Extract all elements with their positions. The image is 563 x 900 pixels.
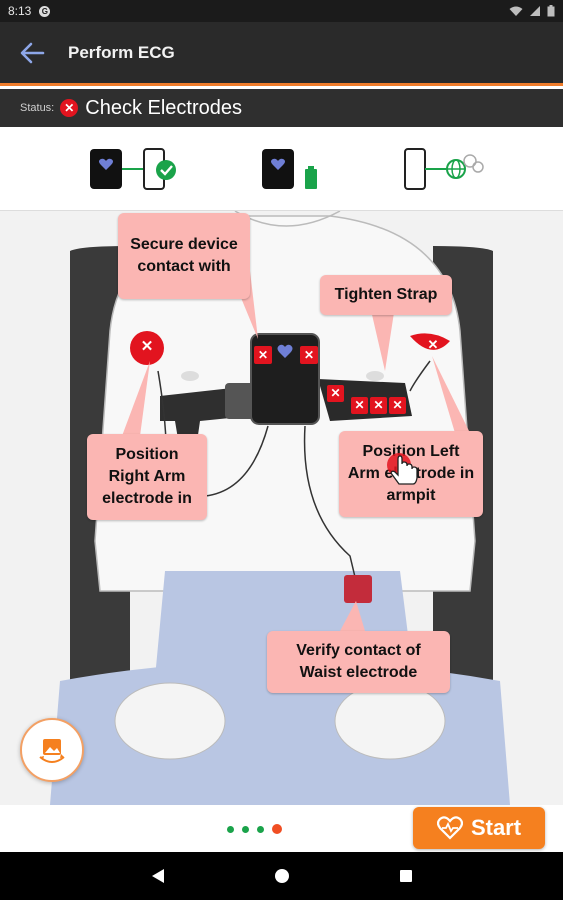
tap-hand-icon <box>386 451 426 496</box>
error-x-icon: ✕ <box>370 397 387 414</box>
google-notification-icon: G <box>39 5 51 17</box>
callout-right-arm: Position Right Arm electrode in <box>87 434 207 520</box>
error-x-icon: ✕ <box>327 385 344 402</box>
square-recents-icon <box>399 870 412 882</box>
phone-cloud-step <box>404 148 484 190</box>
rotate-image-button[interactable] <box>20 718 84 782</box>
page-title: Perform ECG <box>68 42 175 62</box>
error-x-icon: ✕ <box>60 99 79 117</box>
nav-home-button[interactable] <box>270 864 294 888</box>
error-x-icon: ✕ <box>351 397 368 414</box>
error-x-icon: ✕ <box>389 397 406 414</box>
connection-steps-graphic <box>90 148 484 190</box>
heart-pulse-icon <box>436 816 463 840</box>
page-dot-active[interactable] <box>272 824 282 834</box>
status-label: Status: <box>20 102 55 114</box>
callout-tighten-strap: Tighten Strap <box>320 275 452 315</box>
connection-steps <box>0 127 563 211</box>
clock: 8:13 <box>8 4 32 18</box>
status-row: Status: ✕ Check Electrodes <box>0 89 563 127</box>
image-rotate-icon <box>39 739 65 763</box>
battery-icon <box>547 5 555 17</box>
page-indicator <box>227 824 282 834</box>
system-nav-bar <box>0 852 563 900</box>
error-x-icon: ✕ <box>140 338 154 355</box>
triangle-back-icon <box>151 869 164 883</box>
wifi-icon <box>509 6 523 16</box>
page-dot[interactable] <box>257 825 264 833</box>
app-bar: Perform ECG <box>0 22 563 86</box>
start-button-label: Start <box>470 815 522 840</box>
callout-waist: Verify contact of Waist electrode <box>267 631 450 693</box>
system-status-bar: 8:13 G <box>0 0 563 22</box>
status-value: Check Electrodes <box>85 96 242 119</box>
start-button[interactable]: Start <box>413 807 545 849</box>
electrode-placement-illustration: ✕ ✕ ✕ ✕ ✕ ✕ ✕ ✕ Secure device contact wi… <box>0 211 563 805</box>
error-x-icon: ✕ <box>300 346 318 364</box>
back-button[interactable] <box>0 21 64 85</box>
arrow-left-icon <box>20 42 45 63</box>
callout-secure-device: Secure device contact with <box>118 213 250 299</box>
error-x-icon: ✕ <box>254 346 272 364</box>
page-dot[interactable] <box>242 825 249 833</box>
system-icons <box>509 5 555 17</box>
nav-back-button[interactable] <box>146 864 170 888</box>
page-dot[interactable] <box>227 825 234 833</box>
signal-icon <box>530 5 540 16</box>
circle-home-icon <box>274 869 289 883</box>
device-battery-step <box>262 149 317 189</box>
error-x-icon: ✕ <box>427 337 439 352</box>
nav-recents-button[interactable] <box>394 864 418 888</box>
bottom-controls: Start <box>0 805 563 852</box>
device-phone-paired-step <box>90 148 176 190</box>
